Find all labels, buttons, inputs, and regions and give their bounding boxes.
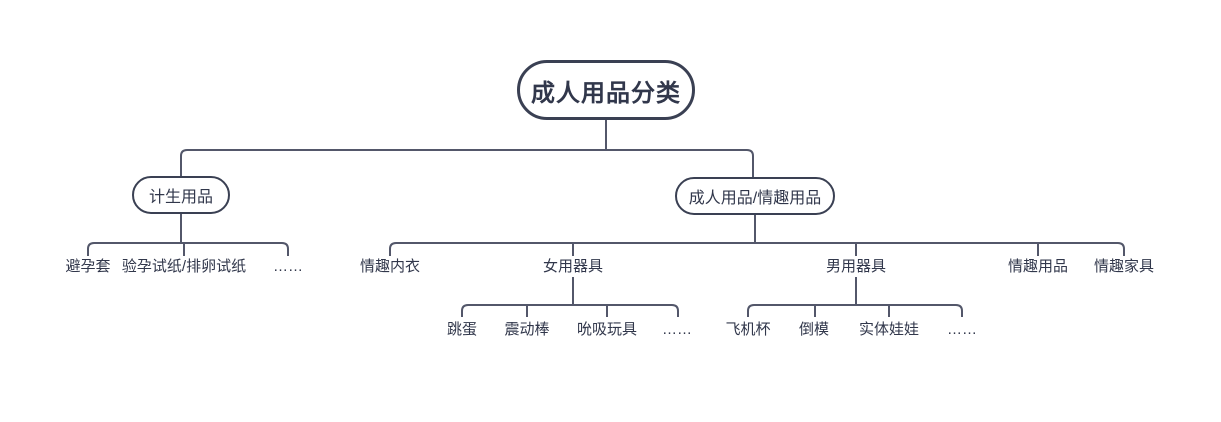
- node-female-devices[interactable]: 女用器具: [542, 258, 604, 275]
- node-root-label: 成人用品分类: [531, 79, 681, 107]
- node-adult-sex-products[interactable]: 成人用品/情趣用品: [675, 177, 835, 215]
- node-sucking-toy[interactable]: 吮吸玩具: [576, 321, 638, 338]
- node-family-planning-label: 计生用品: [148, 189, 213, 206]
- edge-male-bracket: [747, 304, 963, 317]
- node-aircraft-cup[interactable]: 飞机杯: [725, 321, 771, 338]
- node-male-devices[interactable]: 男用器具: [825, 258, 887, 275]
- node-ellipsis-female[interactable]: ……: [662, 321, 692, 338]
- node-sexy-lingerie[interactable]: 情趣内衣: [359, 258, 421, 275]
- node-root[interactable]: 成人用品分类: [517, 60, 695, 120]
- node-family-planning[interactable]: 计生用品: [132, 176, 230, 214]
- node-sex-doll[interactable]: 实体娃娃: [858, 321, 920, 338]
- node-ellipsis-left[interactable]: ……: [273, 258, 303, 275]
- edge-branch1-bracket: [87, 242, 289, 256]
- node-ellipsis-male[interactable]: ……: [947, 321, 977, 338]
- node-mold[interactable]: 倒模: [798, 321, 830, 338]
- edge-level1-bracket: [180, 149, 754, 177]
- node-fun-products[interactable]: 情趣用品: [1007, 258, 1069, 275]
- node-vibrator[interactable]: 震动棒: [504, 321, 550, 338]
- edge-branch2-bracket: [389, 242, 1125, 256]
- node-condom[interactable]: 避孕套: [65, 258, 111, 275]
- node-fun-furniture[interactable]: 情趣家具: [1093, 258, 1155, 275]
- node-adult-sex-products-label: 成人用品/情趣用品: [688, 190, 822, 207]
- node-jump-egg[interactable]: 跳蛋: [446, 321, 478, 338]
- node-pregnancy-test[interactable]: 验孕试纸/排卵试纸: [121, 258, 247, 275]
- edge-female-bracket: [461, 304, 679, 317]
